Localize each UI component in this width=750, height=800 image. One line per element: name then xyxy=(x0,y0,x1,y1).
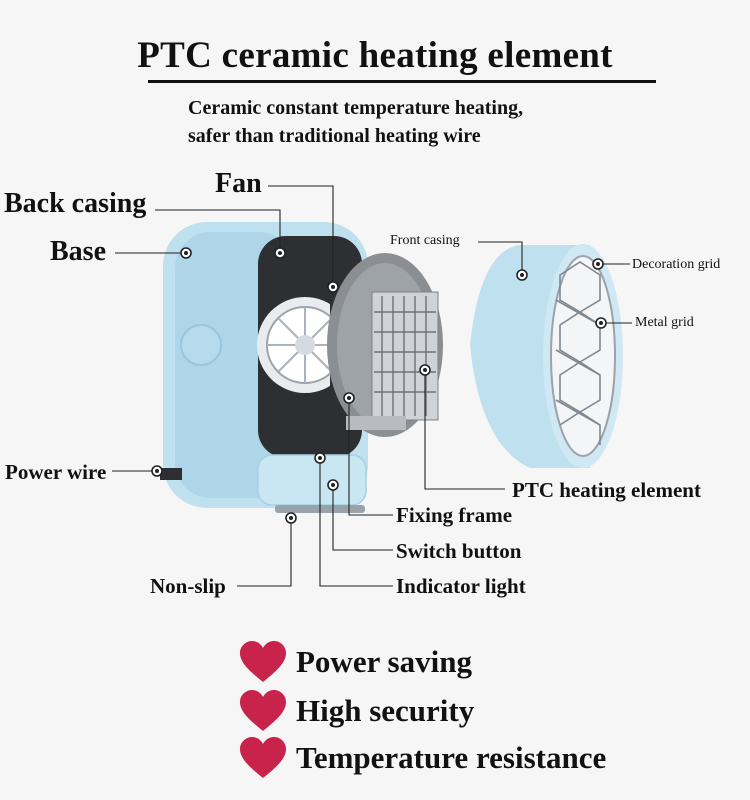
label-base: Base xyxy=(50,236,106,267)
label-back-casing: Back casing xyxy=(4,188,147,219)
heart-icon xyxy=(240,690,286,731)
heart-icon xyxy=(240,641,286,682)
label-fan: Fan xyxy=(215,168,262,199)
label-fixing-frame: Fixing frame xyxy=(396,503,513,527)
subtitle-line-1: Ceramic constant temperature heating, xyxy=(188,97,524,119)
label-power-wire: Power wire xyxy=(5,460,107,484)
feature-label: High security xyxy=(296,693,475,728)
label-front-casing: Front casing xyxy=(390,233,460,248)
label-metal-grid: Metal grid xyxy=(635,315,694,330)
page-title: PTC ceramic heating element xyxy=(137,35,613,76)
feature-label: Power saving xyxy=(296,644,472,679)
feature-item: Temperature resistance xyxy=(238,736,606,780)
label-switch-button: Switch button xyxy=(396,539,522,563)
label-non-slip: Non-slip xyxy=(150,574,226,598)
label-indicator-light: Indicator light xyxy=(396,574,526,598)
label-decoration-grid: Decoration grid xyxy=(632,257,721,272)
subtitle-line-2: safer than traditional heating wire xyxy=(188,125,481,147)
feature-item: Power saving xyxy=(238,640,472,684)
heart-icon xyxy=(240,737,286,778)
ptc-module-illustration xyxy=(327,253,443,437)
front-casing-illustration xyxy=(470,244,623,468)
title-underline xyxy=(148,80,656,83)
callout-dots xyxy=(151,247,607,524)
feature-label: Temperature resistance xyxy=(296,740,607,775)
feature-item: High security xyxy=(238,689,474,733)
label-ptc-heating-element: PTC heating element xyxy=(512,478,701,502)
